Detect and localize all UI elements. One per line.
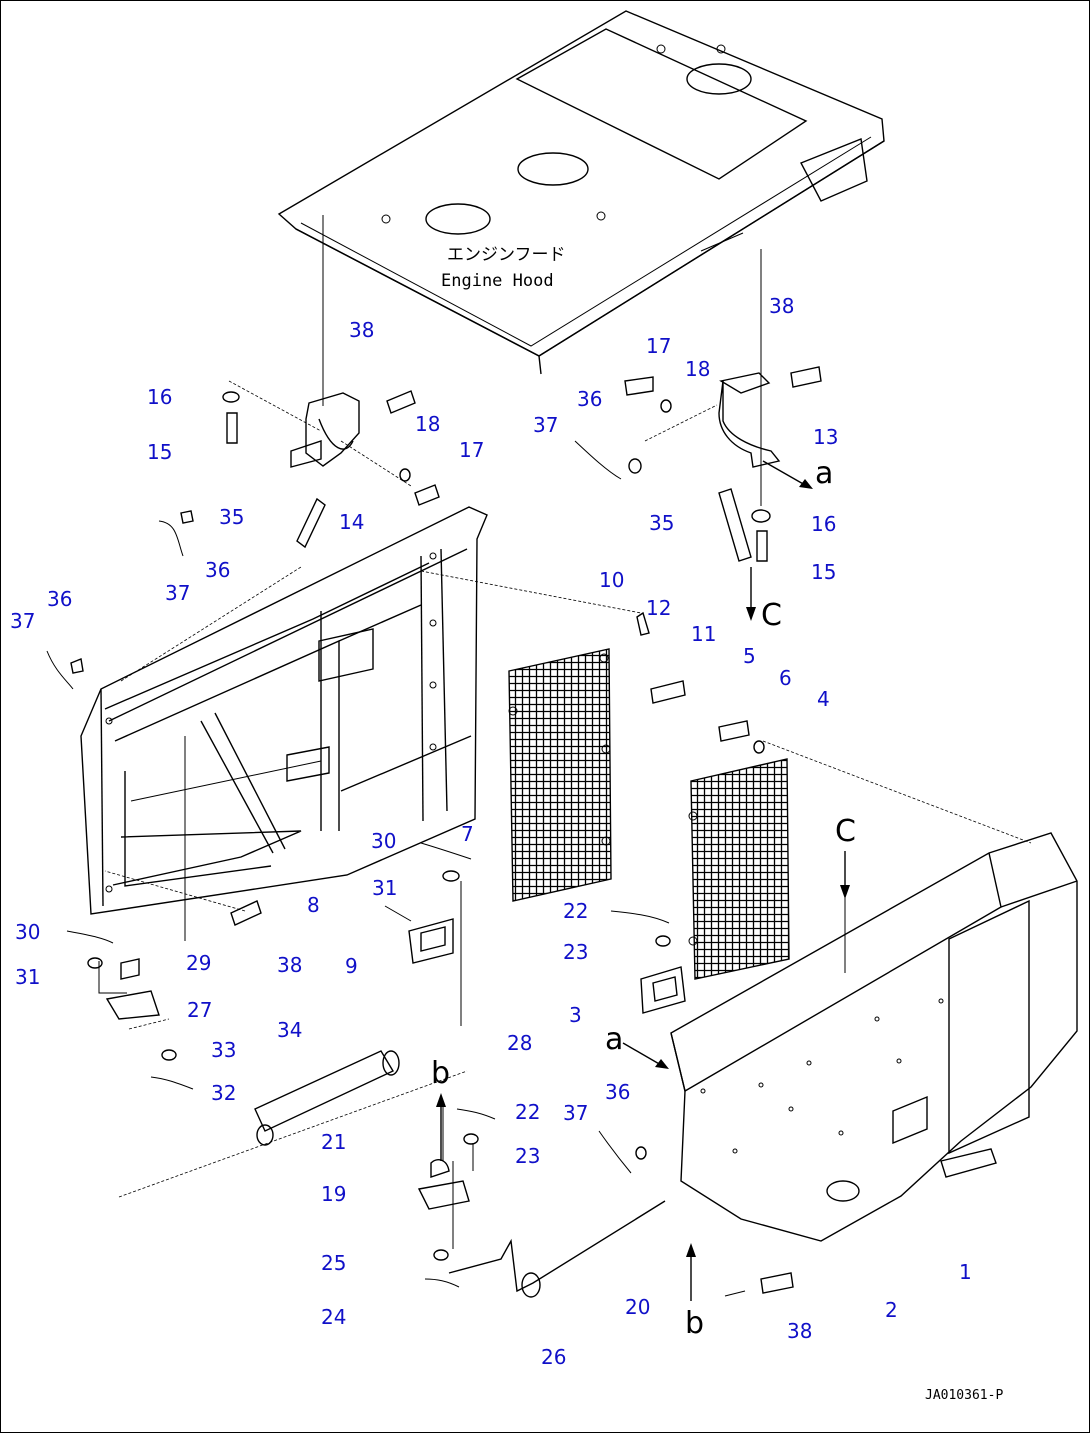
callout-38: 38 <box>349 318 374 342</box>
callout-15: 15 <box>811 560 836 584</box>
callout-38: 38 <box>787 1319 812 1343</box>
callout-23: 23 <box>515 1144 540 1168</box>
callout-5: 5 <box>743 644 756 668</box>
callout-28: 28 <box>507 1031 532 1055</box>
callout-26: 26 <box>541 1345 566 1369</box>
callout-9: 9 <box>345 954 358 978</box>
view-arrows: a C C a b b <box>431 456 856 1341</box>
callout-36: 36 <box>605 1080 630 1104</box>
callout-37: 37 <box>165 581 190 605</box>
callout-19: 19 <box>321 1182 346 1206</box>
callout-24: 24 <box>321 1305 346 1329</box>
callout-3: 3 <box>569 1003 582 1027</box>
callout-6: 6 <box>779 666 792 690</box>
callout-17: 17 <box>459 438 484 462</box>
view-marker-c-side: C <box>835 814 856 849</box>
callout-18: 18 <box>415 412 440 436</box>
callout-38: 38 <box>769 294 794 318</box>
callout-36: 36 <box>577 387 602 411</box>
callout-21: 21 <box>321 1130 346 1154</box>
engine-hood: エンジンフード Engine Hood <box>277 10 885 375</box>
callout-36: 36 <box>205 558 230 582</box>
callout-17: 17 <box>646 334 671 358</box>
callout-35: 35 <box>219 505 244 529</box>
callout-18: 18 <box>685 357 710 381</box>
callout-31: 31 <box>15 965 40 989</box>
callout-30: 30 <box>15 920 40 944</box>
callout-15: 15 <box>147 440 172 464</box>
callout-20: 20 <box>625 1295 650 1319</box>
callout-14: 14 <box>339 510 364 534</box>
callout-12: 12 <box>646 596 671 620</box>
callout-31: 31 <box>372 876 397 900</box>
callout-16: 16 <box>811 512 836 536</box>
callout-32: 32 <box>211 1081 236 1105</box>
callout-13: 13 <box>813 425 838 449</box>
rod-20 <box>448 1200 666 1298</box>
view-marker-b-bottom: b <box>685 1306 704 1341</box>
drawing-code: JA010361-P <box>925 1388 1003 1403</box>
callout-8: 8 <box>307 893 320 917</box>
callout-38: 38 <box>277 953 302 977</box>
view-marker-a-side: a <box>605 1022 623 1057</box>
view-marker-c-top: C <box>761 598 782 633</box>
callout-29: 29 <box>186 951 211 975</box>
callout-27: 27 <box>187 998 212 1022</box>
callout-22: 22 <box>563 899 588 923</box>
view-marker-a-top: a <box>815 456 833 491</box>
callout-35: 35 <box>649 511 674 535</box>
mesh-screen-4 <box>688 758 790 980</box>
view-marker-b-mid: b <box>431 1056 450 1091</box>
callout-1: 1 <box>959 1260 972 1284</box>
callout-11: 11 <box>691 622 716 646</box>
callout-37: 37 <box>10 609 35 633</box>
small-fasteners <box>46 366 822 1294</box>
callout-25: 25 <box>321 1251 346 1275</box>
rod-34 <box>254 1050 400 1146</box>
callout-2: 2 <box>885 1298 898 1322</box>
latch-9 <box>408 918 454 964</box>
callout-34: 34 <box>277 1018 302 1042</box>
callout-10: 10 <box>599 568 624 592</box>
callout-36: 36 <box>47 587 72 611</box>
mesh-screen-10 <box>508 648 612 902</box>
callout-22: 22 <box>515 1100 540 1124</box>
callout-7: 7 <box>461 822 474 846</box>
callout-37: 37 <box>533 413 558 437</box>
latch-3 <box>640 966 686 1014</box>
callout-30: 30 <box>371 829 396 853</box>
leader-lines <box>98 380 1032 1297</box>
callout-23: 23 <box>563 940 588 964</box>
side-cover <box>670 832 1078 1242</box>
callout-33: 33 <box>211 1038 236 1062</box>
hood-label-en: Engine Hood <box>441 271 554 291</box>
callout-37: 37 <box>563 1101 588 1125</box>
hinge-left <box>290 392 360 468</box>
callout-16: 16 <box>147 385 172 409</box>
side-door-frame <box>80 506 488 915</box>
hinge-right <box>718 372 781 468</box>
callout-4: 4 <box>817 687 830 711</box>
hood-label-jp: エンジンフード <box>447 245 566 265</box>
